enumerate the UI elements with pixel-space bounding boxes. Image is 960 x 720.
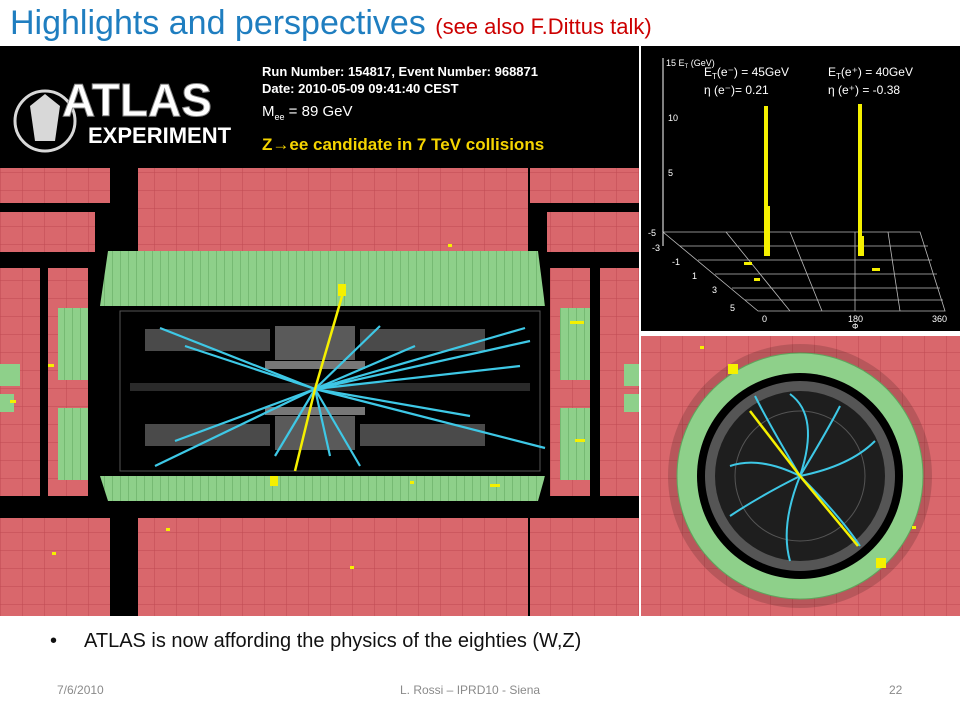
svg-text:10: 10 xyxy=(668,113,678,123)
svg-text:1: 1 xyxy=(692,271,697,281)
muon-chamber-bottom xyxy=(138,518,528,616)
bullet-point: • ATLAS is now affording the physics of t… xyxy=(50,630,581,653)
electron-end-view-1 xyxy=(799,475,859,547)
side-view-panel: ATLAS EXPERIMENT Run Number: 154817, Eve… xyxy=(0,46,640,616)
mass-text: Mee = 89 GeV xyxy=(262,103,352,122)
electron-track-top xyxy=(313,285,347,390)
bullet-text: ATLAS is now affording the physics of th… xyxy=(84,630,582,652)
svg-text:-3: -3 xyxy=(652,243,660,253)
atlas-logo: ATLAS EXPERIMENT xyxy=(13,74,232,153)
svg-text:-1: -1 xyxy=(672,257,680,267)
bullet-dot: • xyxy=(50,630,58,652)
svg-text:5: 5 xyxy=(668,168,673,178)
atlas-event-display: ATLAS EXPERIMENT Run Number: 154817, Eve… xyxy=(0,46,960,616)
electron-1-et: ET(e⁻) = 45GeV xyxy=(704,65,789,81)
z-axis-label: 15 ET (GeV) xyxy=(666,58,715,70)
electron-end-view-2 xyxy=(749,410,801,477)
end-view-panel xyxy=(641,336,960,616)
candidate-text: Z→ee candidate in 7 TeV collisions xyxy=(262,135,544,154)
svg-text:360: 360 xyxy=(932,314,947,324)
svg-text:5: 5 xyxy=(730,303,735,313)
footer-author: L. Rossi – IPRD10 - Siena xyxy=(400,683,541,697)
run-number-text: Run Number: 154817, Event Number: 968871 xyxy=(262,64,538,79)
svg-text:0: 0 xyxy=(762,314,767,324)
slide-title: Highlights and perspectives (see also F.… xyxy=(10,4,652,43)
svg-text:EXPERIMENT: EXPERIMENT xyxy=(88,123,232,148)
svg-text:Φ: Φ xyxy=(852,322,858,331)
date-text: Date: 2010-05-09 09:41:40 CEST xyxy=(262,81,459,96)
calorimeter-top xyxy=(100,251,545,306)
lego-plot-panel: 15 ET (GeV) 10 5 ET(e⁻) = 45GeV η (e⁻)= … xyxy=(641,46,960,331)
title-note: (see also F.Dittus talk) xyxy=(435,14,652,39)
title-main: Highlights and perspectives xyxy=(10,4,426,42)
energy-towers xyxy=(744,104,880,281)
footer-page-number: 22 xyxy=(889,683,903,697)
footer-date: 7/6/2010 xyxy=(57,683,104,697)
energy-deposits xyxy=(10,244,585,569)
tracks-side-view xyxy=(154,325,546,467)
svg-text:ATLAS: ATLAS xyxy=(62,74,212,126)
svg-text:3: 3 xyxy=(712,285,717,295)
electron-2-eta: η (e⁺) = -0.38 xyxy=(828,83,900,97)
svg-text:180: 180 xyxy=(848,314,863,324)
electron-2-et: ET(e⁺) = 40GeV xyxy=(828,65,913,81)
svg-text:-5: -5 xyxy=(648,228,656,238)
electron-1-eta: η (e⁻)= 0.21 xyxy=(704,83,769,97)
calorimeter-bottom xyxy=(100,476,545,501)
electron-track-bottom xyxy=(293,388,317,472)
